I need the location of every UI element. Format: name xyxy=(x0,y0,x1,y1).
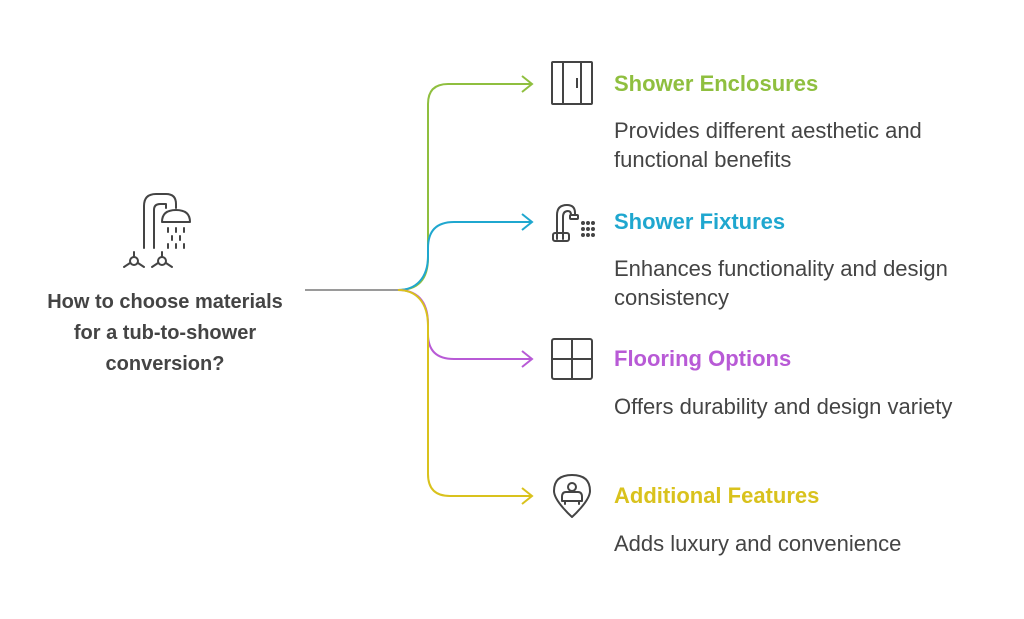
branch-title-flooring-options: Flooring Options xyxy=(614,346,792,371)
shower-head-icon xyxy=(123,193,191,268)
branch-desc-shower-enclosures: Provides different aesthetic and functio… xyxy=(614,118,922,172)
branch-connector-flooring-options xyxy=(397,289,532,360)
branch-title-additional-features: Additional Features xyxy=(614,483,820,508)
shower-enclosure-icon xyxy=(551,61,593,105)
floor-tiles-icon xyxy=(551,338,593,380)
arrowhead-shower-enclosures xyxy=(521,75,534,93)
root-question: How to choose materials for a tub-to-sho… xyxy=(47,291,283,375)
branch-title-shower-enclosures: Shower Enclosures xyxy=(614,71,819,96)
branch-connector-shower-fixtures xyxy=(397,221,532,291)
faucet-sprayer-icon xyxy=(552,204,595,242)
branch-desc-additional-features: Adds luxury and convenience xyxy=(614,531,902,556)
arrowhead-shower-fixtures xyxy=(521,213,534,231)
arrowhead-flooring-options xyxy=(521,350,534,368)
arrowhead-additional-features xyxy=(521,487,534,505)
branch-connector-additional-features xyxy=(397,289,532,497)
branch-title-shower-fixtures: Shower Fixtures xyxy=(614,209,786,234)
location-seat-icon xyxy=(553,474,591,518)
branch-desc-shower-fixtures: Enhances functionality and design consis… xyxy=(614,256,948,310)
branch-desc-flooring-options: Offers durability and design variety xyxy=(614,394,953,419)
branch-connector-shower-enclosures xyxy=(397,83,532,291)
